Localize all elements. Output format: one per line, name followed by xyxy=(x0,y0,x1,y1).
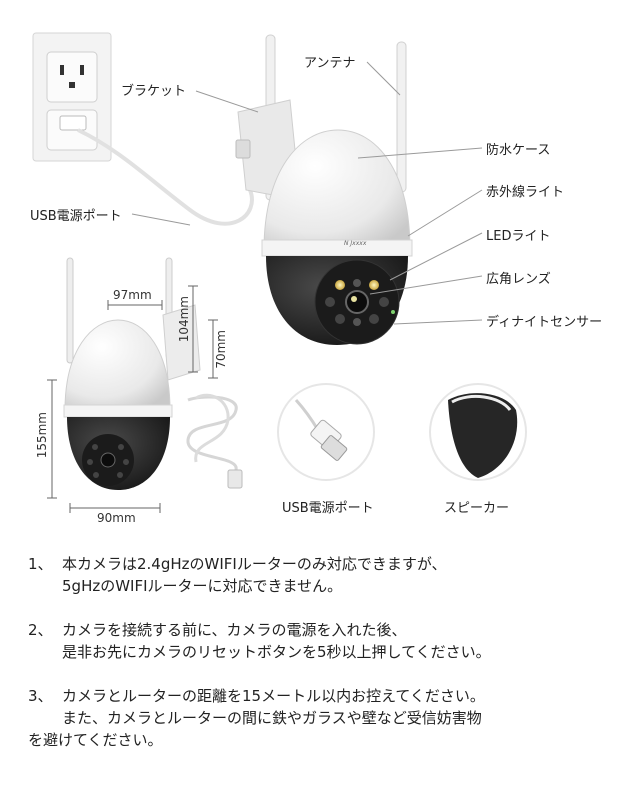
label-usb-port: USB電源ポート xyxy=(30,209,122,224)
power-cable xyxy=(77,128,264,226)
usb-port-detail xyxy=(277,383,375,481)
dimension-height: 155mm xyxy=(35,412,49,459)
dimension-depth: 104mm xyxy=(177,296,191,343)
note-item: 1、本カメラは2.4gHzのWIFIルーターのみ対応できますが、 5gHzのWI… xyxy=(28,553,628,597)
product-illustration: ブラケット アンテナ 防水ケース 赤外線ライト LEDライト 広角レンズ ディナ… xyxy=(30,32,603,525)
brand-logo: N Jxxxx xyxy=(344,240,367,247)
wall-outlet xyxy=(32,32,112,162)
dimension-width-top: 97mm xyxy=(113,288,152,302)
dimension-lines xyxy=(47,285,218,513)
note-text: 是非お先にカメラのリセットボタンを5秒以上押してください。 xyxy=(62,643,491,661)
main-camera xyxy=(235,34,413,345)
dimension-width-bottom: 90mm xyxy=(97,511,136,525)
note-text: 本カメラは2.4gHzのWIFIルーターのみ対応できますが、 xyxy=(62,555,447,573)
note-number: 1、 xyxy=(28,555,53,573)
dimension-camera xyxy=(63,257,243,490)
label-infrared-light: 赤外線ライト xyxy=(486,185,565,200)
label-speaker: スピーカー xyxy=(444,501,510,516)
speaker-detail xyxy=(429,383,527,481)
note-number: 3、 xyxy=(28,687,53,705)
note-text: カメラを接続する前に、カメラの電源を入れた後、 xyxy=(62,621,407,639)
label-antenna: アンテナ xyxy=(304,56,356,71)
note-text: を避けてください。 xyxy=(28,731,163,749)
notes-list: 1、本カメラは2.4gHzのWIFIルーターのみ対応できますが、 5gHzのWI… xyxy=(28,553,628,773)
camera-diagram xyxy=(32,32,527,513)
callout-lines xyxy=(131,61,483,325)
label-usb-port-detail: USB電源ポート xyxy=(282,501,374,516)
note-number: 2、 xyxy=(28,621,53,639)
label-wide-angle-lens: 広角レンズ xyxy=(486,272,551,287)
label-bracket: ブラケット xyxy=(121,84,187,99)
note-text: また、カメラとルーターの間に鉄やガラスや壁など受信妨害物 xyxy=(62,709,482,727)
label-day-night-sensor: ディナイトセンサー xyxy=(486,315,603,330)
dimension-bracket-height: 70mm xyxy=(214,330,228,369)
note-item: 3、カメラとルーターの距離を15メートル以内お控えてください。 また、カメラとル… xyxy=(28,685,628,751)
label-led-light: LEDライト xyxy=(486,229,551,244)
note-item: 2、カメラを接続する前に、カメラの電源を入れた後、 是非お先にカメラのリセットボ… xyxy=(28,619,628,663)
label-waterproof-case: 防水ケース xyxy=(486,143,551,158)
note-text: カメラとルーターの距離を15メートル以内お控えてください。 xyxy=(62,687,485,705)
note-text: 5gHzのWIFIルーターに対応できません。 xyxy=(62,577,343,595)
